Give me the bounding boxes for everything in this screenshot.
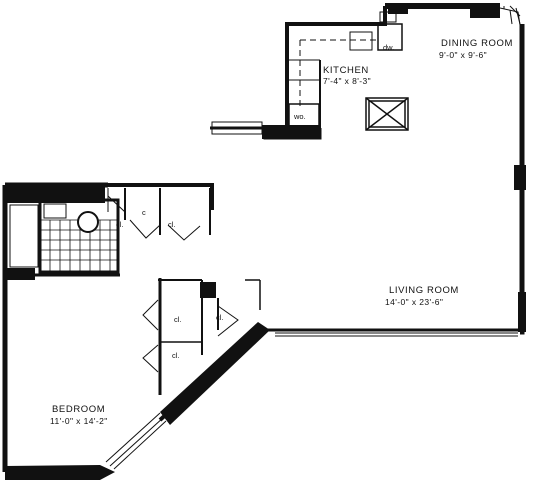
bedroom-name: BEDROOM: [52, 404, 105, 415]
dishwasher: [377, 23, 403, 51]
walls: [2, 3, 525, 475]
closet-label-2: cl.: [168, 220, 176, 229]
dining-room-dims: 9'-0" x 9'-6": [439, 50, 487, 60]
windows: [105, 5, 521, 470]
dining-room-name: DINING ROOM: [441, 38, 513, 49]
wall-closet-top: [108, 183, 214, 210]
dining-fixture: [365, 97, 409, 131]
sink: [349, 31, 373, 51]
closet-label-c: c: [142, 208, 146, 217]
closet-label-4: cl.: [216, 313, 224, 322]
kitchen-dims: 7'-4" x 8'-3": [323, 76, 371, 86]
wall-kitchen-top: [285, 6, 387, 26]
kitchen-counters: [287, 11, 403, 127]
closet-label-1: cl.: [116, 220, 124, 229]
washer-label: wo.: [293, 112, 306, 121]
closets: [107, 188, 261, 373]
closet-label-3: cl.: [174, 315, 182, 324]
bathroom: [9, 198, 120, 274]
window-bedroom: [105, 412, 161, 463]
labels: DINING ROOM 9'-0" x 9'-6" KITCHEN 7'-4" …: [50, 38, 513, 426]
living-room-name: LIVING ROOM: [389, 285, 459, 296]
kitchen-name: KITCHEN: [323, 65, 369, 76]
bath-sink: [43, 203, 67, 219]
bedroom-dims: 11'-0" x 14'-2": [50, 416, 108, 426]
closet-label-5: cl.: [172, 351, 180, 360]
washer: [288, 103, 320, 127]
toilet: [77, 211, 99, 233]
dishwasher-label: dw.: [383, 43, 394, 52]
living-room-dims: 14'-0" x 23'-6": [385, 297, 443, 307]
window-right: [509, 9, 513, 25]
